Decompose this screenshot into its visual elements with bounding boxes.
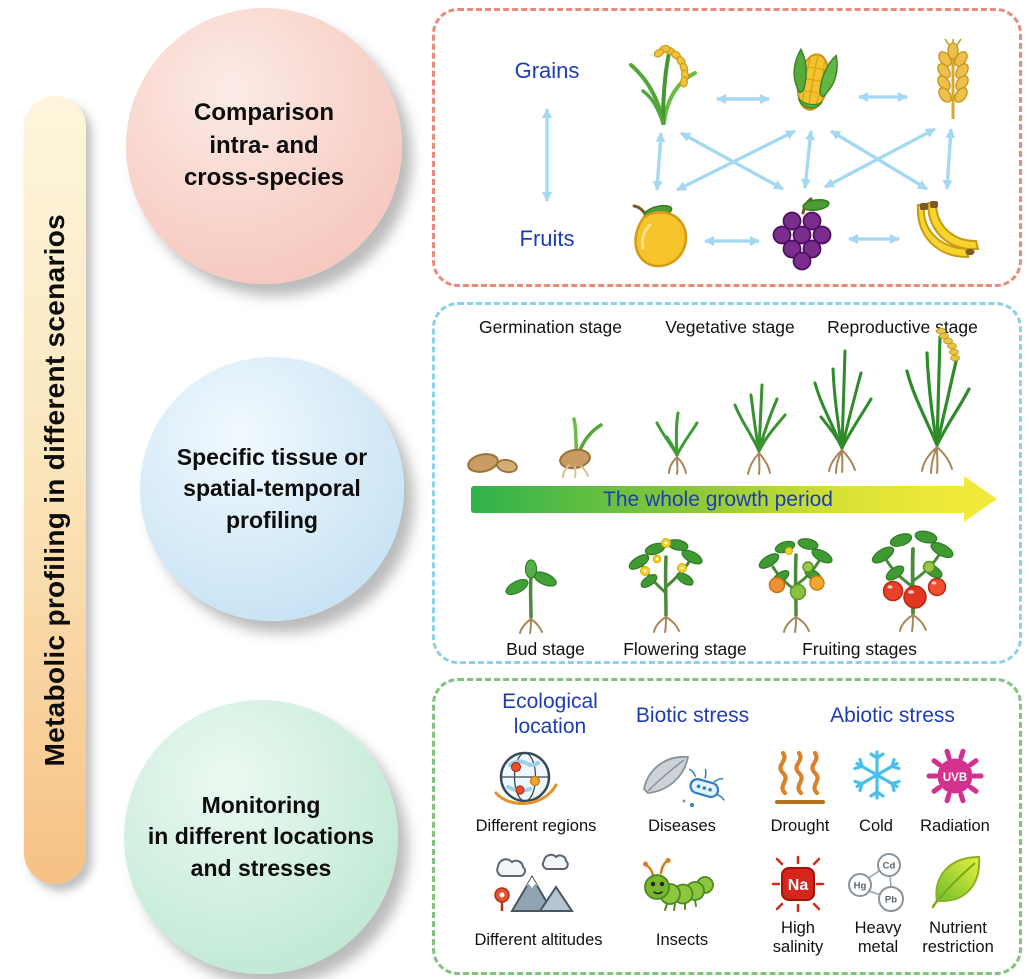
sodium-badge: Na <box>788 877 809 894</box>
bud-plant-icon <box>501 545 561 635</box>
label-different-regions: Different regions <box>475 817 597 835</box>
bubble-comparison: Comparison intra- and cross-species <box>126 8 402 284</box>
bubble-tissue-profiling-label: Specific tissue or spatial-temporal prof… <box>176 444 368 533</box>
nutrient-leaf-icon <box>929 851 985 909</box>
caterpillar-icon <box>643 857 721 915</box>
wheat-icon <box>917 37 989 121</box>
mature-plant-icon <box>807 343 877 478</box>
fruits-label: Fruits <box>519 226 575 251</box>
corn-icon <box>777 44 849 122</box>
stage-label-germination: Germination stage <box>479 317 622 337</box>
seed-icon <box>463 443 521 475</box>
fruiting-plant-green-icon <box>751 531 841 634</box>
sidebar-banner: Metabolic profiling in different scenari… <box>24 96 86 884</box>
label-insects: Insects <box>655 931 709 949</box>
stage-label-flowering: Flowering stage <box>623 639 747 659</box>
grapes-icon <box>768 193 838 271</box>
grains-label: Grains <box>514 58 580 83</box>
altitude-icon <box>488 847 576 921</box>
seedling-icon <box>647 393 707 478</box>
cadmium-badge: Cd <box>883 861 896 872</box>
panel-species-comparison: Grains Fruits <box>432 8 1022 287</box>
label-radiation: Radiation <box>920 817 990 835</box>
snowflake-icon <box>851 749 903 801</box>
header-ecological-location: Ecological location <box>502 690 598 739</box>
sidebar-title: Metabolic profiling in different scenari… <box>39 213 70 767</box>
label-high-salinity: High salinity <box>772 919 824 956</box>
stage-label-reproductive: Reproductive stage <box>827 317 978 337</box>
mango-icon <box>620 201 695 271</box>
label-nutrient-restriction: Nutrient restriction <box>922 919 994 956</box>
label-diseases: Diseases <box>648 817 716 835</box>
label-different-altitudes: Different altitudes <box>474 931 603 949</box>
stage-label-fruiting: Fruiting stages <box>802 639 917 659</box>
bubble-monitoring: Monitoring in different locations and st… <box>124 700 398 974</box>
bubble-monitoring-label: Monitoring in different locations and st… <box>147 792 375 881</box>
drought-icon <box>772 747 828 807</box>
label-cold: Cold <box>859 817 893 835</box>
uvb-badge: UVB <box>943 772 967 784</box>
reproductive-plant-icon <box>897 323 977 478</box>
banana-icon <box>910 199 988 267</box>
vegetative-plant-icon <box>727 371 792 479</box>
header-abiotic-stress: Abiotic stress <box>830 704 955 727</box>
bubble-tissue-profiling: Specific tissue or spatial-temporal prof… <box>140 357 404 621</box>
panel-monitoring: Ecological location Biotic stress Abioti… <box>432 678 1022 975</box>
label-heavy-metal: Heavy metal <box>854 919 902 956</box>
label-drought: Drought <box>770 817 830 835</box>
growth-period-arrow <box>471 486 965 513</box>
stage-label-bud: Bud stage <box>506 639 585 659</box>
sodium-icon: Na <box>769 855 827 913</box>
fruiting-plant-red-icon <box>863 525 963 635</box>
header-biotic-stress: Biotic stress <box>635 704 750 727</box>
mercury-badge: Hg <box>854 881 867 892</box>
heavy-metal-icon: Cd Hg Pb <box>845 851 909 915</box>
rice-icon <box>623 39 703 127</box>
globe-icon <box>490 743 560 815</box>
germinating-seed-icon <box>547 407 613 479</box>
growth-period-arrowhead <box>964 476 997 522</box>
uvb-radiation-icon: UVB <box>926 747 984 805</box>
stage-label-vegetative: Vegetative stage <box>665 317 795 337</box>
flowering-plant-icon <box>621 531 711 634</box>
panel-growth-profiling: Germination stage Vegetative stage Repro… <box>432 302 1022 664</box>
bubble-comparison-label: Comparison intra- and cross-species <box>183 99 345 192</box>
growth-period-label: The whole growth period <box>603 488 833 511</box>
arrow-network <box>542 92 956 246</box>
disease-icon <box>640 749 725 811</box>
lead-badge: Pb <box>885 895 897 906</box>
